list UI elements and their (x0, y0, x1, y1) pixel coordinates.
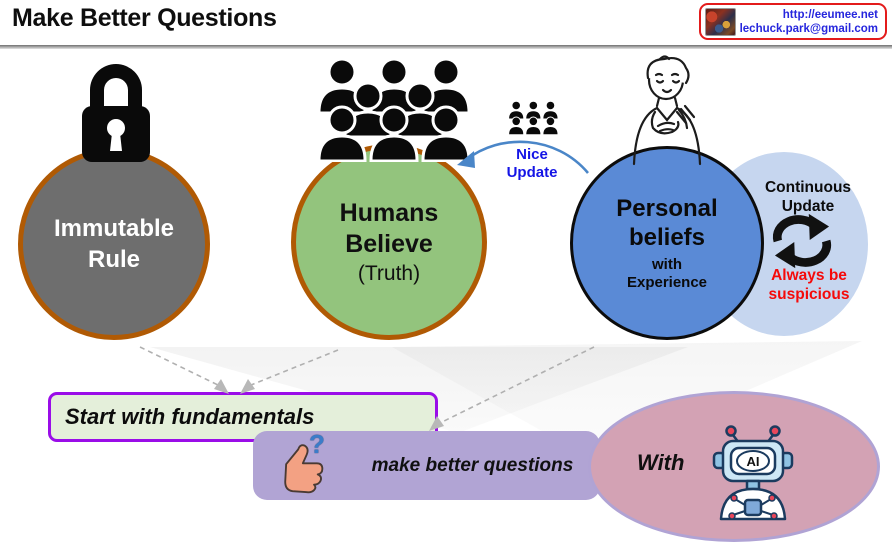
with-ai-ellipse: With AI (588, 391, 880, 542)
email-address[interactable]: lechuck.park@gmail.com (739, 22, 878, 35)
questions-box: ? make better questions (253, 429, 600, 500)
nice-update-label: Nice Update (506, 146, 558, 181)
immutable-rule-circle: Immutable Rule (18, 148, 210, 340)
continuous-update-label: Continuous Update (764, 179, 852, 215)
site-thumbnail (705, 7, 736, 36)
site-url[interactable]: http://eeumee.net (782, 8, 878, 21)
immutable-rule-label: Immutable Rule (53, 215, 175, 273)
suspicious-warning: Always be suspicious (768, 267, 850, 303)
small-crowd-icon (508, 100, 559, 136)
questions-label: make better questions (371, 454, 574, 476)
robot-ai-label: AI (747, 454, 760, 469)
lock-icon (82, 64, 150, 162)
humans-believe-circle: Humans Believe (Truth) (291, 144, 487, 340)
with-label: With (637, 450, 685, 475)
question-mark-icon: ? (309, 429, 325, 459)
experience-sublabel: with Experience (626, 256, 708, 291)
truth-sublabel: (Truth) (357, 262, 421, 285)
header-divider (0, 45, 892, 49)
ai-robot-icon: AI (712, 425, 794, 521)
contact-text: http://eeumee.net lechuck.park@gmail.com (740, 8, 878, 36)
thumbs-up-icon (284, 444, 324, 494)
personal-beliefs-circle: Personal beliefs with Experience (570, 146, 764, 340)
humans-believe-label: Humans Believe (339, 199, 439, 258)
page-title: Make Better Questions (12, 4, 277, 32)
fundamentals-box: Start with fundamentals (48, 392, 438, 442)
contact-badge: http://eeumee.net lechuck.park@gmail.com (699, 3, 887, 40)
nice-update-arrow (457, 140, 589, 174)
person-icon (632, 55, 702, 166)
refresh-icon (772, 213, 832, 269)
fundamentals-label: Start with fundamentals (65, 404, 315, 429)
personal-beliefs-label: Personal beliefs (616, 195, 718, 251)
